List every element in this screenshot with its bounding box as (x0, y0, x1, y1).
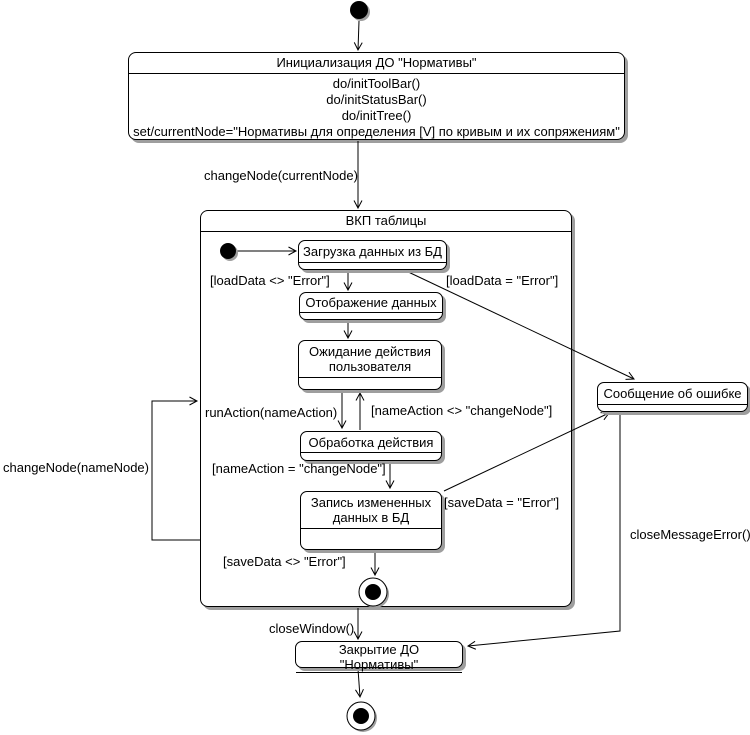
state-title: Загрузка данных из БД (303, 244, 442, 259)
state-compartment (299, 262, 446, 269)
state-initialization: Инициализация ДО "Нормативы" do/initTool… (128, 52, 625, 140)
state-process-action: Обработка действия (300, 431, 442, 461)
state-compartment (300, 312, 442, 319)
state-title: Ожидание действия пользователя (309, 344, 431, 374)
state-title: Сообщение об ошибке (603, 386, 742, 401)
state-compartment (598, 404, 747, 411)
state-title: ВКП таблицы (201, 211, 571, 232)
state-wait-user-action: Ожидание действия пользователя (298, 340, 442, 390)
final-state-bottom (346, 701, 377, 732)
action-line: do/initTree() (341, 108, 412, 123)
label-closeMessageError: closeMessageError() (630, 527, 750, 542)
state-close-do: Закрытие ДО "Нормативы" (295, 641, 463, 673)
label-changeNode-currentNode: changeNode(currentNode) (204, 168, 358, 183)
action-line: do/initToolBar() (332, 76, 421, 91)
label-loadData-error: [loadData = "Error"] (446, 273, 559, 288)
state-compartment (299, 377, 441, 389)
state-title: Обработка действия (308, 434, 434, 450)
state-title: Инициализация ДО "Нормативы" (129, 53, 624, 74)
label-changeNode-nameNode: changeNode(nameNode) (3, 460, 149, 475)
label-nameAction-not-changeNode: [nameAction <> "changeNode"] (371, 403, 553, 418)
transition-close-to-final (355, 668, 364, 699)
state-load-data: Загрузка данных из БД (298, 240, 447, 270)
state-compartment (301, 452, 441, 460)
state-title: Отображение данных (305, 295, 437, 310)
state-title: Закрытие ДО "Нормативы" (338, 642, 420, 672)
label-runAction: runAction(nameAction) (205, 405, 338, 420)
state-title: Запись измененных данных в БД (310, 495, 432, 525)
state-actions: do/initToolBar() do/initStatusBar() do/i… (129, 74, 624, 140)
state-save-data: Запись измененных данных в БД (300, 491, 442, 550)
action-line: do/initStatusBar() (326, 92, 427, 107)
label-nameAction-changeNode: [nameAction = "changeNode"] (212, 461, 386, 476)
initial-state-top (350, 1, 370, 21)
transition-initial-to-init (353, 20, 363, 52)
state-compartment (296, 672, 462, 673)
label-saveData-error: [saveData = "Error"] (444, 495, 560, 510)
label-saveData-ok: [saveData <> "Error"] (223, 554, 346, 569)
label-loadData-ok: [loadData <> "Error"] (210, 273, 330, 288)
state-compartment (301, 528, 441, 549)
state-display-data: Отображение данных (299, 292, 443, 320)
transition-changeNode-nameNode-selfloop (151, 396, 200, 541)
label-closeWindow: closeWindow() (269, 621, 355, 636)
action-line: set/currentNode="Нормативы для определен… (133, 124, 620, 139)
state-error-message: Сообщение об ошибке (597, 382, 748, 412)
